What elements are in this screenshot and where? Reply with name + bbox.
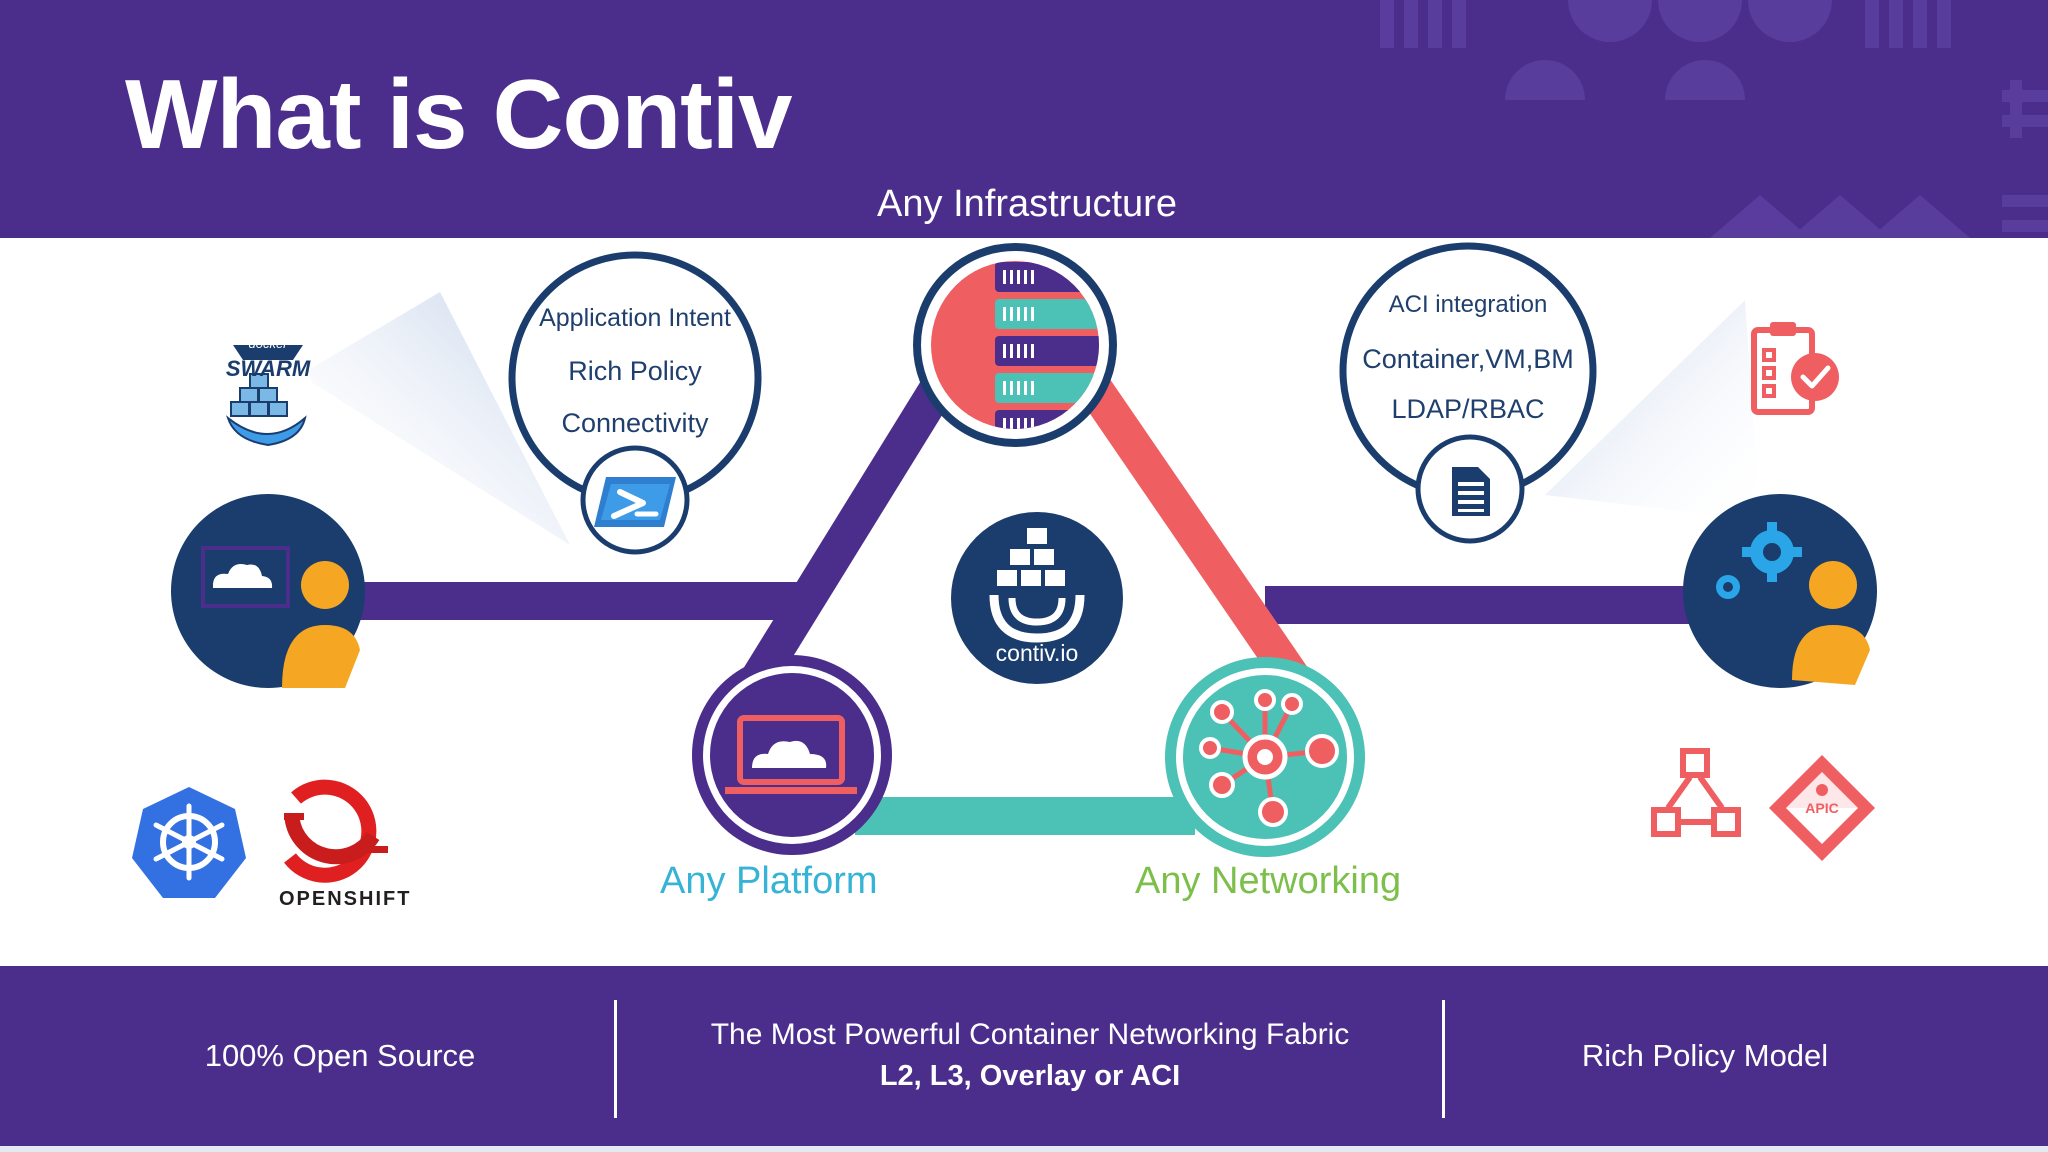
triangle-left-edge [729, 350, 971, 710]
left-user-circle [171, 494, 365, 688]
footer-accent-line [0, 1146, 2048, 1152]
any-networking-label: Any Networking [1135, 860, 1402, 902]
footer-divider-right [1442, 1000, 1445, 1118]
docker-swarm-logo-text: SWARM [225, 356, 311, 381]
right-bubble-line-3: LDAP/RBAC [1391, 394, 1545, 424]
footer-divider-left [614, 1000, 617, 1118]
openshift-logo-text: OPENSHIFT [279, 888, 412, 910]
right-connector [1265, 586, 1695, 624]
docker-swarm-logo-top-text: docker [248, 336, 288, 351]
triangle-bottom-edge [855, 797, 1195, 835]
left-bubble-line-1: Application Intent [539, 304, 731, 332]
right-beam [1545, 300, 1760, 520]
right-user-circle [1683, 494, 1877, 688]
left-bubble-line-2: Rich Policy [568, 356, 702, 386]
footer-tagline-subtitle: L2, L3, Overlay or ACI [879, 1060, 1181, 1092]
footer-policy-model: Rich Policy Model [1581, 1038, 1829, 1073]
document-icon [1452, 467, 1490, 516]
networking-node [1165, 657, 1365, 857]
footer-band [0, 966, 2048, 1152]
any-platform-label: Any Platform [660, 860, 878, 902]
openshift-logo [284, 779, 388, 883]
any-infrastructure-label: Any Infrastructure [877, 183, 1177, 225]
header-decoration [1380, 0, 2048, 238]
footer-open-source: 100% Open Source [204, 1038, 476, 1073]
left-connector [330, 582, 800, 620]
clipboard-check-logo [1751, 322, 1839, 415]
right-bubble-line-1: ACI integration [1388, 291, 1548, 318]
hierarchy-logo [1651, 748, 1741, 837]
left-bubble-line-3: Connectivity [561, 408, 709, 438]
slide-title: What is Contiv [125, 59, 793, 169]
infrastructure-node [913, 243, 1117, 447]
apic-logo [1769, 755, 1875, 861]
contiv-logo [951, 512, 1123, 684]
docker-swarm-logo [222, 345, 314, 447]
platform-node [692, 655, 892, 855]
triangle-right-edge [1060, 349, 1330, 721]
right-bubble-line-2: Container,VM,BM [1362, 344, 1574, 374]
powershell-icon [594, 477, 676, 527]
left-beam [300, 292, 570, 545]
kubernetes-logo [132, 787, 246, 898]
footer-tagline: The Most Powerful Container Networking F… [710, 1018, 1350, 1051]
contiv-logo-text: contiv.io [995, 640, 1079, 666]
apic-logo-text: APIC [1805, 800, 1839, 816]
